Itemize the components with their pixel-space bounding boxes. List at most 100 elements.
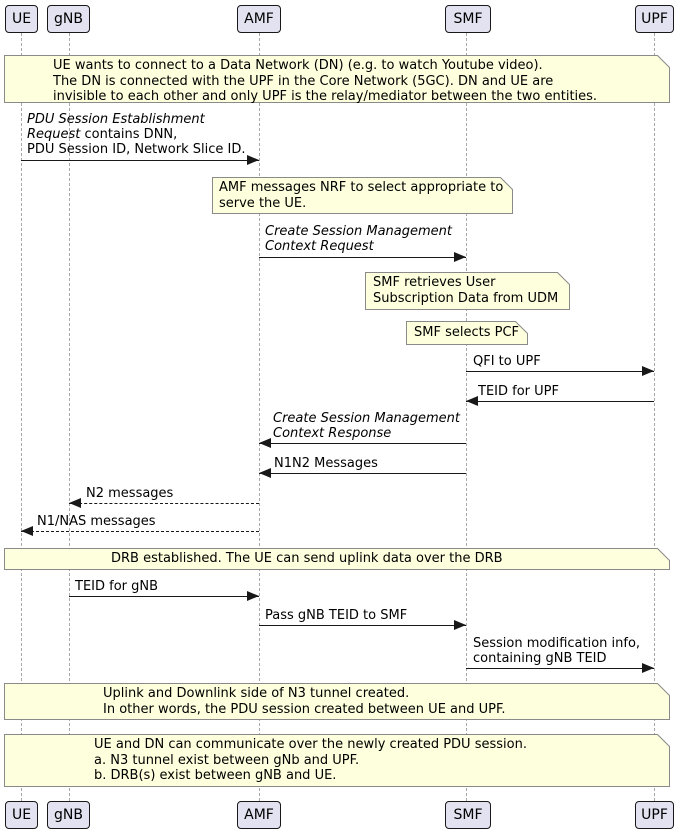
lifeline-gnb xyxy=(69,33,70,801)
note-intro: UE wants to connect to a Data Network (D… xyxy=(4,55,670,104)
note-line: Subscription Data from UDM xyxy=(373,290,559,306)
message-line-text: N2 messages xyxy=(86,486,174,501)
message-line-text: Context Request xyxy=(265,239,374,254)
message-session-modification-label: Session modification info, containing gN… xyxy=(473,636,640,666)
note-drb-established: DRB established. The UE can send uplink … xyxy=(4,548,670,570)
lifeline-ue xyxy=(21,33,22,801)
participant-label: gNB xyxy=(54,11,83,27)
arrowhead-icon xyxy=(259,468,271,478)
message-line-text: containing gNB TEID xyxy=(473,651,607,666)
note-line: The DN is connected with the UPF in the … xyxy=(53,73,554,89)
participant-smf-bottom: SMF xyxy=(445,801,491,829)
note-smf-pcf: SMF selects PCF xyxy=(406,321,528,345)
note-line: UE wants to connect to a Data Network (D… xyxy=(53,58,543,73)
message-create-sm-context-response-line xyxy=(259,443,466,444)
note-smf-udm: SMF retrieves User Subscription Data fro… xyxy=(365,272,570,310)
message-line-text: N1N2 Messages xyxy=(274,456,378,471)
note-fold-icon xyxy=(657,734,670,747)
message-line-text: Pass gNB TEID to SMF xyxy=(265,608,408,623)
note-line: Uplink and Downlink side of N3 tunnel cr… xyxy=(103,686,410,701)
message-line-text: TEID for gNB xyxy=(75,579,159,594)
participant-gnb-top: gNB xyxy=(47,5,90,33)
note-fold-icon xyxy=(557,272,570,285)
arrowhead-icon xyxy=(466,396,478,406)
participant-label: gNB xyxy=(54,807,83,823)
note-fold-icon xyxy=(657,683,670,696)
note-fold-icon xyxy=(515,321,528,334)
message-pdu-session-request-label: PDU Session Establishment Request contai… xyxy=(27,112,245,157)
message-create-sm-context-request-label: Create Session Management Context Reques… xyxy=(265,224,452,254)
arrowhead-icon xyxy=(21,526,33,536)
note-line: AMF messages NRF to select appropriate t… xyxy=(219,180,504,195)
participant-label: UPF xyxy=(641,11,668,27)
message-line-text: QFI to UPF xyxy=(473,354,541,369)
participant-amf-top: AMF xyxy=(237,5,281,33)
participant-label: UPF xyxy=(641,807,668,823)
message-line-text: TEID for UPF xyxy=(478,384,559,399)
message-qfi-to-upf-line xyxy=(466,371,654,372)
note-line: In other words, the PDU session created … xyxy=(103,701,506,717)
participant-label: AMF xyxy=(244,807,274,823)
message-pass-gnb-teid-label: Pass gNB TEID to SMF xyxy=(265,608,407,623)
participant-label: UE xyxy=(11,807,32,823)
message-qfi-to-upf-label: QFI to UPF xyxy=(473,354,541,369)
arrowhead-icon xyxy=(454,620,466,630)
note-line: SMF retrieves User xyxy=(373,275,496,290)
note-line: a. N3 tunnel exist between gNb and UPF. xyxy=(94,752,360,768)
arrowhead-icon xyxy=(642,663,654,673)
note-fold-icon xyxy=(657,548,670,561)
message-teid-for-gnb-line xyxy=(69,596,259,597)
message-n2-label: N2 messages xyxy=(86,486,173,501)
message-line-text: N1/NAS messages xyxy=(37,514,156,529)
message-teid-for-gnb-label: TEID for gNB xyxy=(75,579,158,594)
message-create-sm-context-response-label: Create Session Management Context Respon… xyxy=(273,411,460,441)
note-line: UE and DN can communicate over the newly… xyxy=(94,737,527,752)
message-n2-line xyxy=(69,503,259,504)
arrowhead-icon xyxy=(69,498,81,508)
note-line: serve the UE. xyxy=(219,195,307,211)
message-n1n2-label: N1N2 Messages xyxy=(274,456,378,471)
participant-upf-top: UPF xyxy=(635,5,674,33)
note-line: b. DRB(s) exist between gNB and UE. xyxy=(94,768,337,783)
message-n1nas-line xyxy=(21,531,259,532)
message-pass-gnb-teid-line xyxy=(259,625,466,626)
participant-amf-bottom: AMF xyxy=(237,801,281,829)
participant-label: SMF xyxy=(453,11,483,27)
note-fold-icon xyxy=(500,177,513,190)
message-line-text: PDU Session Establishment xyxy=(27,112,205,127)
message-n1nas-label: N1/NAS messages xyxy=(37,514,156,529)
lifeline-upf xyxy=(654,33,655,801)
note-line: SMF selects PCF xyxy=(414,325,520,340)
message-teid-for-upf-line xyxy=(466,401,654,402)
note-fold-icon xyxy=(657,55,670,68)
arrowhead-icon xyxy=(642,366,654,376)
message-session-modification-line xyxy=(466,668,654,669)
message-line-text: Context Response xyxy=(273,426,392,441)
message-line-text: Create Session Management xyxy=(265,224,452,239)
participant-upf-bottom: UPF xyxy=(635,801,674,829)
message-line-text: Request contains DNN, xyxy=(27,127,178,142)
message-line-text: Create Session Management xyxy=(273,411,460,426)
message-teid-for-upf-label: TEID for UPF xyxy=(478,384,559,399)
message-line-text: PDU Session ID, Network Slice ID. xyxy=(27,142,246,157)
note-line: invisible to each other and only UPF is … xyxy=(53,89,598,104)
note-summary: UE and DN can communicate over the newly… xyxy=(4,734,670,787)
participant-ue-bottom: UE xyxy=(5,801,38,829)
arrowhead-icon xyxy=(247,591,259,601)
note-line: DRB established. The UE can send uplink … xyxy=(111,551,503,566)
arrowhead-icon xyxy=(454,252,466,262)
arrowhead-icon xyxy=(247,155,259,165)
participant-gnb-bottom: gNB xyxy=(47,801,90,829)
participant-label: AMF xyxy=(244,11,274,27)
note-n3-tunnel: Uplink and Downlink side of N3 tunnel cr… xyxy=(4,683,670,720)
participant-label: SMF xyxy=(453,807,483,823)
participant-label: UE xyxy=(11,11,32,27)
message-n1n2-line xyxy=(259,473,466,474)
message-pdu-session-request-line xyxy=(21,160,259,161)
note-amf-nrf: AMF messages NRF to select appropriate t… xyxy=(212,177,513,214)
message-create-sm-context-request-line xyxy=(259,257,466,258)
lifeline-smf xyxy=(466,33,467,801)
arrowhead-icon xyxy=(259,438,271,448)
participant-ue-top: UE xyxy=(5,5,38,33)
